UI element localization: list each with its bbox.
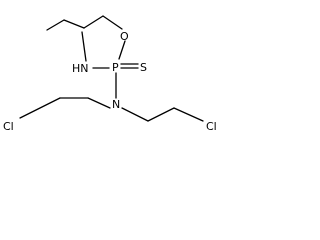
bond-ch-ch2: [83, 15, 104, 29]
atom-nh: HN: [72, 62, 89, 75]
bond-ethyl-methyl: [46, 19, 65, 31]
atom-nitrogen: N: [112, 98, 120, 111]
bond-nh-ch: [81, 31, 87, 62]
atom-chlorine-right: Cl: [206, 120, 217, 133]
bond-left-c2-cl: [19, 97, 61, 119]
atom-chlorine-left: Cl: [3, 120, 14, 133]
bond-n-right-c1: [121, 107, 149, 122]
atom-oxygen: O: [120, 30, 129, 43]
chemical-structure-diagram: O HN P S N Cl Cl: [3, 15, 217, 133]
bond-n-left-c1: [87, 97, 111, 109]
bond-ch2-o: [102, 15, 123, 30]
bond-right-c2-cl: [173, 107, 204, 122]
atom-phosphorus: P: [112, 61, 119, 74]
atom-sulfur: S: [140, 61, 147, 74]
bond-right-c1-c2: [147, 107, 175, 122]
bond-ch-ethyl: [63, 19, 85, 29]
bond-o-p: [118, 40, 126, 60]
